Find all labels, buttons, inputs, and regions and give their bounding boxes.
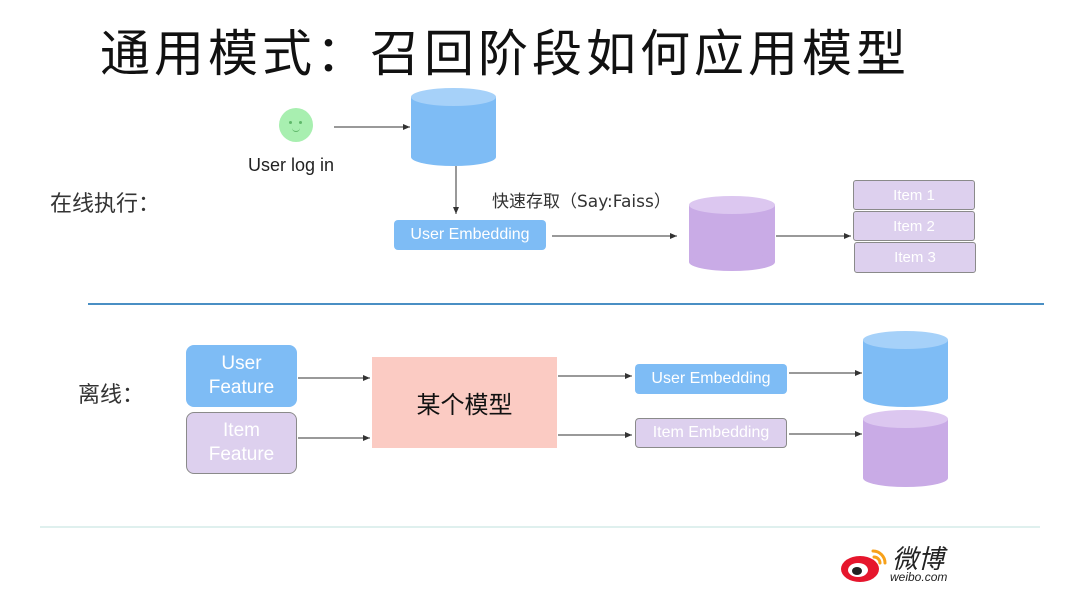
offline-section-label: 离线：	[78, 383, 145, 408]
offline-item-embedding-box: Item Embedding	[635, 418, 787, 448]
item-db-offline-icon	[863, 410, 948, 487]
user-feature-line2: Feature	[208, 377, 275, 398]
item-box-1: Item 1	[853, 180, 975, 210]
user-db-online-icon	[411, 88, 496, 166]
user-feature-box: User Feature	[186, 345, 297, 407]
faiss-db-icon	[689, 196, 775, 271]
item-feature-line1: Item	[223, 420, 260, 441]
user-avatar-icon	[279, 108, 313, 142]
faiss-label: 快速存取（Say:Faiss）	[492, 192, 671, 212]
user-db-offline-icon	[863, 331, 948, 407]
weibo-logo-cn: 微博	[892, 545, 945, 575]
page-title: 通用模式：召回阶段如何应用模型	[100, 25, 910, 83]
online-user-embedding-box: User Embedding	[394, 220, 546, 250]
item-feature-box: Item Feature	[186, 412, 297, 474]
model-box: 某个模型	[372, 357, 557, 448]
online-section-label: 在线执行：	[50, 192, 161, 217]
user-login-label: User log in	[248, 155, 335, 175]
weibo-logo: 微博 weibo.com	[838, 541, 958, 586]
user-feature-line1: User	[221, 353, 262, 374]
item-feature-line2: Feature	[208, 444, 275, 465]
item-box-2: Item 2	[853, 211, 975, 241]
item-box-3: Item 3	[854, 242, 976, 273]
weibo-logo-icon	[841, 549, 887, 582]
weibo-logo-en: weibo.com	[890, 570, 948, 584]
offline-user-embedding-box: User Embedding	[635, 364, 787, 394]
